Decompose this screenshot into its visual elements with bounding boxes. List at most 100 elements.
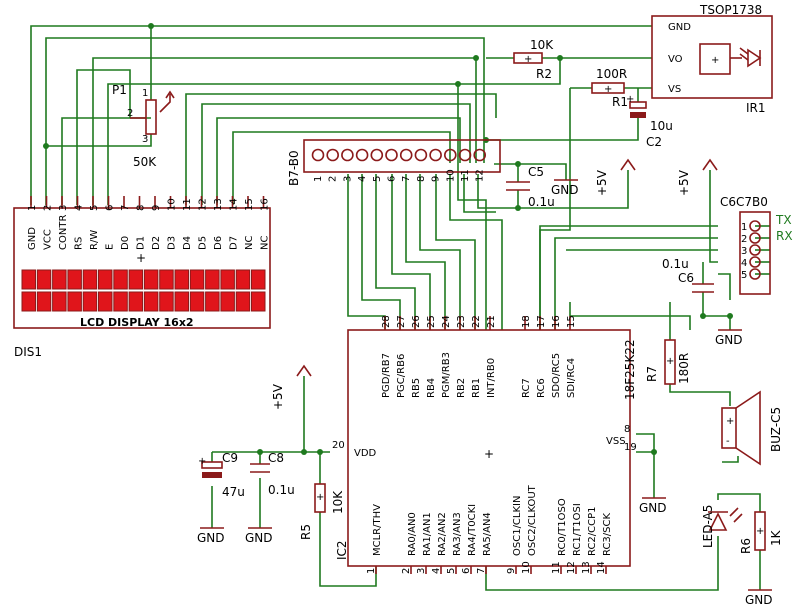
lcd-char-cell — [36, 269, 52, 290]
header-b-pin-number: 3 — [342, 176, 353, 182]
header-b-pin-number: 11 — [460, 169, 471, 182]
supply-label: +5V — [677, 169, 691, 196]
lcd-pin-label: D0 — [120, 236, 131, 250]
resistor-r1: + 100R R1 — [591, 67, 628, 109]
capacitor-c9: + C9 47u — [198, 451, 245, 499]
capacitor-c8: C8 0.1u — [250, 451, 295, 497]
pot-pin-1: 1 — [142, 88, 148, 99]
lcd-pin-label: D6 — [213, 236, 224, 250]
lcd-pin-number: 10 — [167, 198, 178, 211]
c2-ref: C2 — [646, 135, 662, 149]
mcu-pin-number: 22 — [471, 315, 482, 328]
rx-label: RX — [776, 229, 793, 243]
mcu-pin-label: OSC1/CLKIN — [512, 496, 523, 556]
lcd-character-cells — [21, 269, 266, 312]
c6-value: 0.1u — [662, 257, 689, 271]
mcu-pin-number: 12 — [566, 561, 577, 574]
header-b-pin-number: 1 — [313, 176, 324, 182]
lcd-char-cell — [251, 291, 266, 312]
lcd-char-cell — [21, 269, 36, 290]
r5-ref: R5 — [299, 524, 313, 540]
svg-text:+: + — [316, 492, 324, 503]
header-c-pin — [749, 220, 761, 232]
ir-pin-vo: VO — [668, 54, 683, 65]
pot-pin-3: 3 — [142, 134, 148, 145]
buzzer: + - BUZ-C5 — [721, 390, 783, 466]
lcd-char-cell — [113, 269, 128, 290]
mcu-pin-number: 27 — [396, 315, 407, 328]
lcd-ref: DIS1 — [14, 345, 42, 359]
mcu-pin-number: 28 — [381, 315, 392, 328]
mcu-pin-number: 8 — [624, 424, 630, 435]
header-b-pin — [399, 148, 413, 162]
lcd-pin-label: D7 — [229, 236, 240, 250]
lcd-char-cell — [128, 291, 144, 312]
lcd-pin-number: 11 — [182, 198, 193, 211]
gnd-label: GND — [197, 531, 225, 545]
lcd-pin-number: 1 — [27, 205, 38, 211]
mcu-pin-label: RC3/SCK — [602, 513, 613, 556]
svg-text:+: + — [626, 94, 634, 105]
supply-label: +5V — [271, 383, 285, 410]
ir-receiver: + TSOP1738 GND VO VS IR1 — [651, 3, 773, 115]
lcd-pin-label: E — [105, 244, 116, 250]
resistor-r2: + 10K R2 — [513, 38, 554, 81]
mcu-pin-number: 3 — [416, 568, 427, 574]
mcu-pin-number: 4 — [431, 568, 442, 574]
mcu-pin-number: 5 — [446, 568, 457, 574]
header-b-pin-number: 12 — [475, 169, 486, 182]
supply-arrow — [620, 158, 636, 171]
buzzer-minus: - — [726, 436, 730, 447]
mcu-pin-number: 17 — [536, 315, 547, 328]
lcd-char-cell — [189, 269, 205, 290]
header-b-pin — [414, 148, 428, 162]
svg-text:+: + — [484, 447, 494, 461]
header-c-pin-number: 2 — [741, 234, 747, 245]
c9-ref: C9 — [222, 451, 238, 465]
supply-arrow — [296, 364, 312, 377]
svg-text:+: + — [756, 526, 764, 537]
mcu-pin-label: PGD/RB7 — [381, 353, 392, 398]
gnd-label: GND — [245, 531, 273, 545]
c5-value: 0.1u — [528, 195, 555, 209]
header-c-pin — [749, 256, 761, 268]
header-b-label: B7-B0 — [287, 150, 301, 186]
header-b-pin-number: 9 — [431, 176, 442, 182]
mcu-pin-number: 10 — [521, 561, 532, 574]
header-b-pin — [429, 148, 442, 162]
lcd-char-cell — [251, 269, 266, 290]
r7-value: 180R — [677, 353, 691, 384]
lcd-pin-label: R/W — [89, 230, 100, 250]
gnd-label: GND — [639, 501, 667, 515]
lcd-origin-mark: + — [136, 251, 146, 265]
ir-pin-gnd: GND — [668, 22, 691, 33]
mcu-part: 18F25K22 — [623, 339, 637, 400]
lcd-pin-number: 12 — [198, 198, 209, 211]
mcu-pin-label: RC2/CCP1 — [587, 506, 598, 556]
mcu-pin-number: 18 — [521, 315, 532, 328]
lcd-char-cell — [220, 269, 235, 290]
mcu-pin-label: OSC2/CLKOUT — [527, 484, 538, 556]
lcd-char-cell — [52, 269, 67, 290]
mcu-pin-label: RA3/AN3 — [452, 512, 463, 556]
led-ref: LED-A5 — [701, 505, 715, 548]
header-b-pin — [341, 148, 354, 162]
buzzer-plus: + — [726, 416, 734, 427]
lcd-char-cell — [189, 291, 205, 312]
svg-text:+: + — [666, 356, 674, 367]
resistor-r7: + 180R R7 — [645, 339, 691, 385]
capacitor-c2: + 10u C2 — [626, 94, 673, 149]
mcu-pin-number: 15 — [566, 315, 577, 328]
mcu-pin-number: 16 — [551, 315, 562, 328]
lcd-char-cell — [174, 291, 189, 312]
header-b-pin — [355, 148, 369, 162]
svg-text:+: + — [198, 456, 206, 467]
lcd-pin-number: 16 — [260, 198, 271, 211]
mcu-pin-label: RC7 — [521, 378, 532, 398]
lcd-char-cell — [174, 269, 189, 290]
lcd-char-cell — [205, 269, 220, 290]
r2-value: 10K — [530, 38, 554, 52]
gnd-label: GND — [715, 333, 743, 347]
